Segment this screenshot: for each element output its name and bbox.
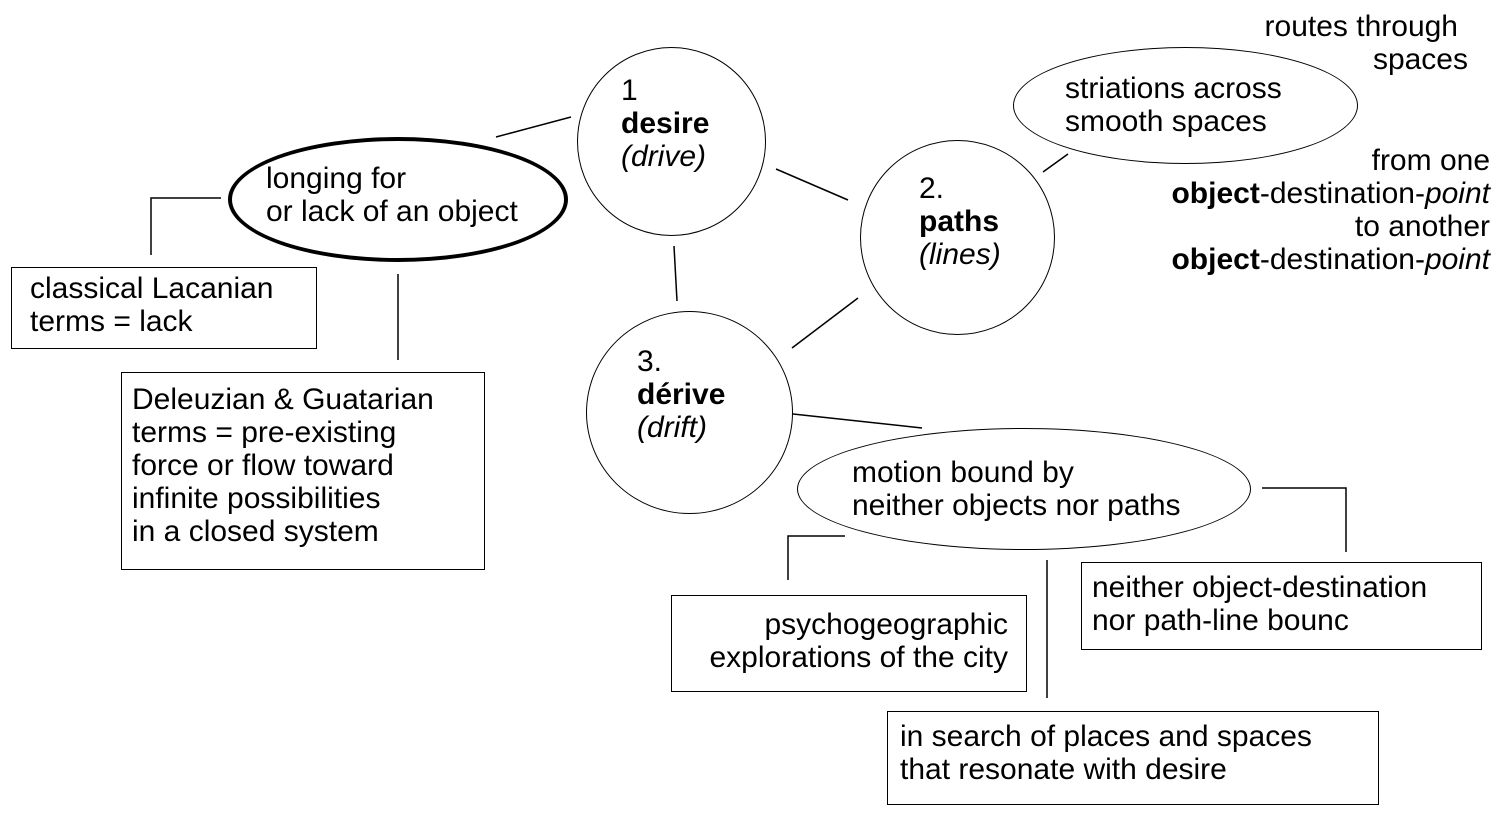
paths-subtitle: (lines) xyxy=(919,238,1001,271)
deleuzian-line-5: in a closed system xyxy=(132,515,379,548)
object-word-1: object xyxy=(1171,177,1260,210)
object-point-line-3: to another xyxy=(1354,210,1490,243)
deleuzian-box xyxy=(121,372,485,570)
connector-desire-longing xyxy=(495,116,572,138)
motion-line-1: motion bound by xyxy=(852,456,1074,489)
object-point-line-1: from one xyxy=(1371,144,1490,177)
longing-ellipse xyxy=(228,137,568,262)
striations-ellipse xyxy=(1013,47,1358,164)
motion-label: motion bound by neither objects nor path… xyxy=(852,456,1181,522)
connector-motion-neither xyxy=(1262,487,1347,552)
search-label: in search of places and spaces that reso… xyxy=(900,720,1312,786)
connector-paths-striations xyxy=(1042,153,1069,173)
object-point-line-4: object-destination-point xyxy=(1090,243,1490,276)
psycho-line-1: psychogeographic xyxy=(764,608,1008,641)
motion-line-2: neither objects nor paths xyxy=(852,489,1181,522)
desire-number: 1 xyxy=(621,74,638,107)
derive-subtitle: (drift) xyxy=(637,411,707,444)
derive-circle xyxy=(586,311,793,514)
lacanian-label: classical Lacanian terms = lack xyxy=(30,272,273,338)
longing-line-2: or lack of an object xyxy=(266,195,518,228)
desire-circle xyxy=(577,47,766,236)
neither-box xyxy=(1081,562,1482,650)
connector-derive-motion xyxy=(792,413,923,429)
connector-desire-paths xyxy=(775,168,849,201)
deleuzian-line-3: force or flow toward xyxy=(132,449,394,482)
search-line-1: in search of places and spaces xyxy=(900,720,1312,753)
psycho-box xyxy=(671,595,1027,692)
derive-label: 3. dérive (drift) xyxy=(637,345,725,444)
connector-paths-derive xyxy=(791,297,859,349)
object-point-label: from one object-destination-point to ano… xyxy=(1090,144,1490,276)
deleuzian-label: Deleuzian & Guatarian terms = pre-existi… xyxy=(132,383,434,548)
desire-label: 1 desire (drive) xyxy=(621,74,709,173)
routes-line-2: spaces xyxy=(1372,43,1468,76)
motion-ellipse xyxy=(797,428,1251,550)
search-box xyxy=(887,711,1379,805)
longing-line-1: longing for xyxy=(266,162,407,195)
object-word-2: object xyxy=(1171,243,1260,276)
paths-title: paths xyxy=(919,205,1000,238)
routes-line-1: routes through xyxy=(1264,10,1458,43)
routes-label: routes through spaces xyxy=(1200,10,1468,76)
psycho-line-2: explorations of the city xyxy=(709,641,1009,674)
lacanian-line-2: terms = lack xyxy=(30,305,193,338)
connector-desire-derive xyxy=(673,245,678,302)
neither-line-1: neither object-destination xyxy=(1092,571,1428,604)
destination-word-2: -destination- xyxy=(1259,243,1425,276)
neither-line-2: nor path-line bounc xyxy=(1092,604,1349,637)
paths-circle xyxy=(860,140,1055,335)
striations-line-2: smooth spaces xyxy=(1065,105,1267,138)
derive-title: dérive xyxy=(637,378,726,411)
neither-label: neither object-destination nor path-line… xyxy=(1092,571,1427,637)
lacanian-line-1: classical Lacanian xyxy=(30,272,274,305)
striations-label: striations across smooth spaces xyxy=(1065,72,1282,138)
striations-line-1: striations across xyxy=(1065,72,1282,105)
paths-number: 2. xyxy=(919,172,945,205)
desire-title: desire xyxy=(621,107,710,140)
deleuzian-line-2: terms = pre-existing xyxy=(132,416,397,449)
destination-word-1: -destination- xyxy=(1259,177,1425,210)
lacanian-box xyxy=(11,267,317,349)
paths-label: 2. paths (lines) xyxy=(919,172,1001,271)
desire-subtitle: (drive) xyxy=(621,140,707,173)
longing-label: longing for or lack of an object xyxy=(266,162,518,228)
point-word-2: point xyxy=(1424,243,1490,276)
derive-number: 3. xyxy=(637,345,663,378)
psycho-label: psychogeographic explorations of the cit… xyxy=(672,608,1009,674)
point-word-1: point xyxy=(1424,177,1490,210)
deleuzian-line-4: infinite possibilities xyxy=(132,482,381,515)
search-line-2: that resonate with desire xyxy=(900,753,1227,786)
connector-motion-psycho xyxy=(787,535,845,580)
object-point-line-2: object-destination-point xyxy=(1090,177,1490,210)
deleuzian-line-1: Deleuzian & Guatarian xyxy=(132,383,434,416)
connector-longing-lacanian xyxy=(150,197,221,255)
